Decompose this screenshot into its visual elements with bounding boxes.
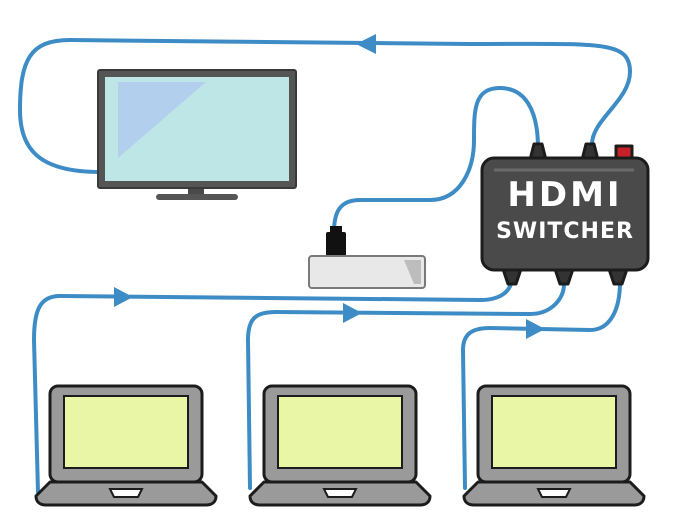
adapter-plug [326, 232, 346, 256]
tv-screen-glare [118, 82, 206, 158]
laptop-2 [248, 384, 432, 507]
television-icon [97, 69, 297, 189]
laptop-screen [491, 395, 617, 469]
adapter-plug-neck [330, 226, 342, 234]
switcher-label-line1: HDMI [507, 175, 622, 215]
switcher-led [614, 144, 634, 160]
adapter-shade [404, 260, 421, 284]
flow-arrow-icon [356, 34, 376, 54]
laptop-screen [63, 395, 189, 469]
cable-laptop1-to-switcher [32, 278, 514, 494]
flow-arrow-icon [526, 319, 545, 339]
flow-arrow-icon [114, 287, 133, 307]
hdmi-switcher: HDMI SWITCHER [480, 142, 650, 286]
flow-arrows [114, 34, 545, 339]
hdmi-adapter [308, 226, 426, 289]
hdmi-adapter-icon [308, 255, 426, 289]
laptop-trackpad [108, 488, 144, 498]
cable-switcher-to-adapter [332, 86, 540, 234]
switcher-label-line2: SWITCHER [496, 219, 634, 244]
television [97, 69, 297, 200]
laptop-3 [462, 384, 646, 507]
flow-arrow-icon [343, 303, 362, 323]
hdmi-switcher-icon [480, 156, 650, 272]
laptop-screen [277, 395, 403, 469]
tv-stand-base [156, 194, 238, 200]
laptop-trackpad [322, 488, 358, 498]
cable-laptop2-to-switcher [246, 282, 566, 490]
tv-stand-neck [188, 186, 204, 196]
laptop-trackpad [536, 488, 572, 498]
cable-switcher-to-tv [18, 38, 632, 174]
laptop-1 [34, 384, 218, 507]
